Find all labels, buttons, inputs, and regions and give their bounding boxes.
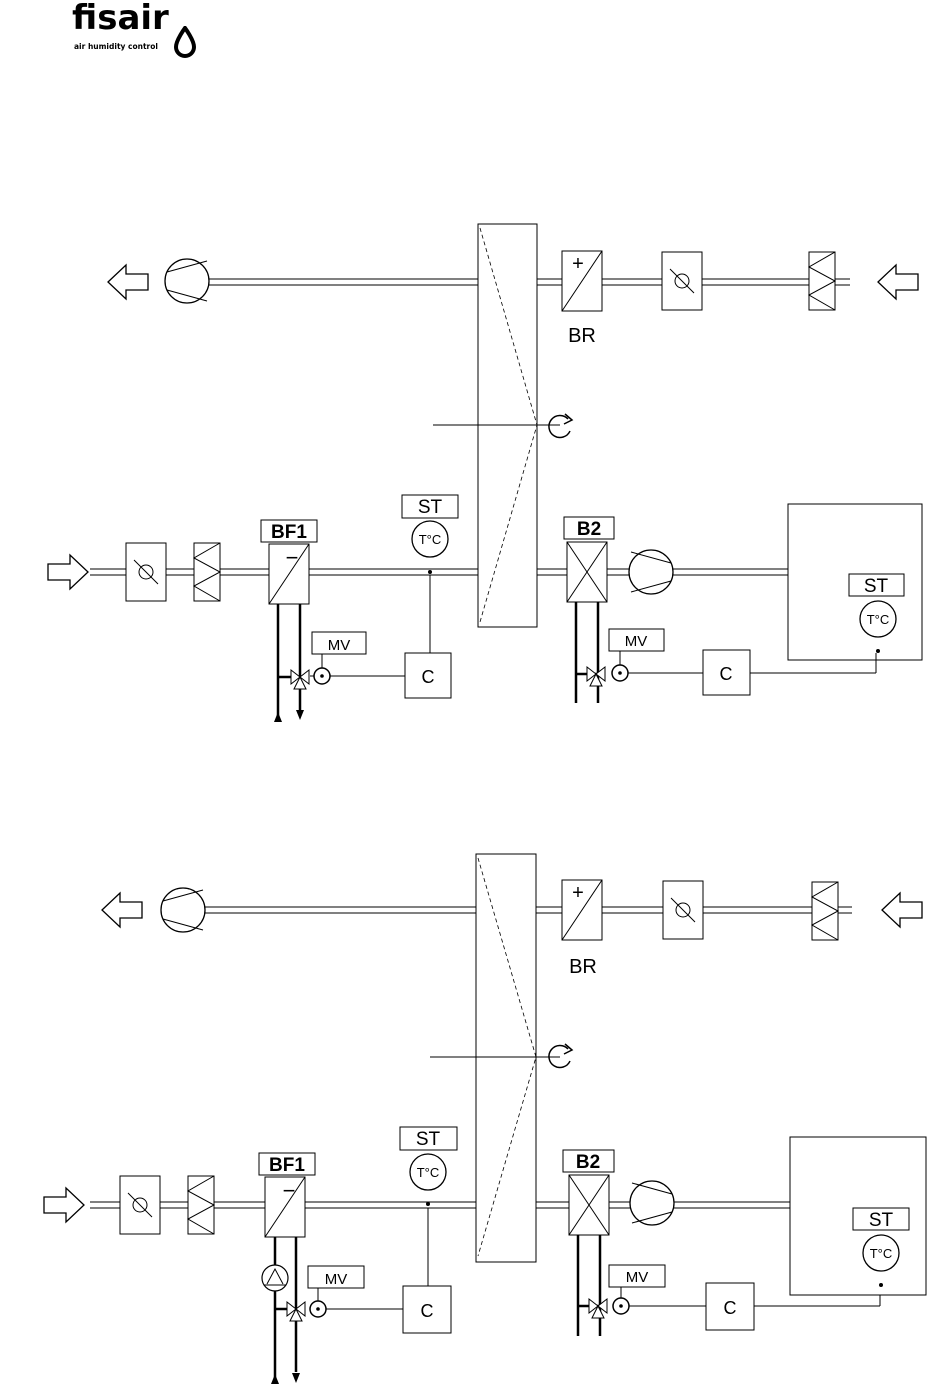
fresh-air-arrow-icon [44,1188,84,1222]
supply-filter-icon [194,543,220,601]
three-way-valve-icon [587,667,605,686]
plus-sign: + [572,253,584,275]
st-duct-sensor: T°C [417,1165,440,1180]
st-room-label: ST [869,1210,894,1231]
b2-label: B2 [577,519,601,540]
motor-valve-mv1: MV [308,1266,403,1317]
duct-sensor-st: ST T°C [400,1127,457,1286]
st-room-sensor: T°C [867,612,890,627]
exhaust-filter-icon [809,252,835,310]
reheat-coil-br: + BR [562,880,602,978]
actuator-icon [612,665,628,681]
exhaust-fan-icon [161,888,205,932]
plus-sign: + [572,882,584,904]
heat-wheel [433,224,572,627]
preheat-coil-bf1: BF1 − [259,1153,315,1384]
supply-damper-icon [120,1176,160,1234]
motor-valve-mv1: MV [310,632,405,684]
diagram-top: + BR BF1 − [48,224,922,722]
st-room-label: ST [864,576,889,597]
rotation-icon [549,414,572,438]
mv1-label: MV [328,637,351,654]
heat-wheel [430,854,572,1262]
duct-sensor-st: ST T°C [402,495,458,653]
supply-fan-icon [630,1181,674,1225]
b2-label: B2 [576,1152,600,1173]
rotation-icon [549,1044,572,1068]
room: ST T°C [790,1137,926,1306]
st-duct-sensor: T°C [419,532,442,547]
room: ST T°C [788,504,922,673]
st-duct-label: ST [418,497,443,518]
exhaust-damper-icon [663,881,703,939]
br-label: BR [569,956,597,978]
c2-label: C [720,664,733,684]
st-room-sensor: T°C [870,1246,893,1261]
extract-arrow-icon [878,265,918,299]
c2-label: C [724,1298,737,1318]
coil-b2: B2 [563,1150,614,1336]
mv2-label: MV [625,633,648,650]
preheat-coil-bf1: BF1 − [261,520,317,722]
c1-label: C [422,667,435,687]
minus-sign: − [286,545,299,570]
supply-filter-icon [188,1176,214,1234]
motor-valve-mv2: MV [609,1265,706,1314]
extract-arrow-icon [882,893,922,927]
reheat-coil-br: + BR [562,251,602,347]
mv1-label: MV [325,1271,348,1288]
actuator-icon [310,1301,326,1317]
actuator-icon [314,668,330,684]
three-way-valve-icon [589,1299,607,1318]
diagram-bottom: + BR BF1 − [44,854,926,1384]
exhaust-filter-icon [812,882,838,940]
bf1-label: BF1 [271,522,307,543]
bf1-label: BF1 [269,1155,305,1176]
supply-fan-icon [629,550,673,594]
c1-label: C [421,1301,434,1321]
fresh-air-arrow-icon [48,555,88,589]
exhaust-arrow-icon [108,265,148,299]
minus-sign: − [283,1178,296,1203]
controller-c1: C [405,653,451,698]
exhaust-arrow-icon [102,893,142,927]
controller-c1: C [403,1286,451,1333]
st-duct-label: ST [416,1129,441,1150]
coil-b2: B2 [564,517,614,703]
exhaust-damper-icon [662,252,702,310]
supply-damper-icon [126,543,166,601]
exhaust-fan-icon [165,259,209,303]
mv2-label: MV [626,1269,649,1286]
motor-valve-mv2: MV [609,629,703,681]
br-label: BR [568,325,596,347]
actuator-icon [613,1298,629,1314]
